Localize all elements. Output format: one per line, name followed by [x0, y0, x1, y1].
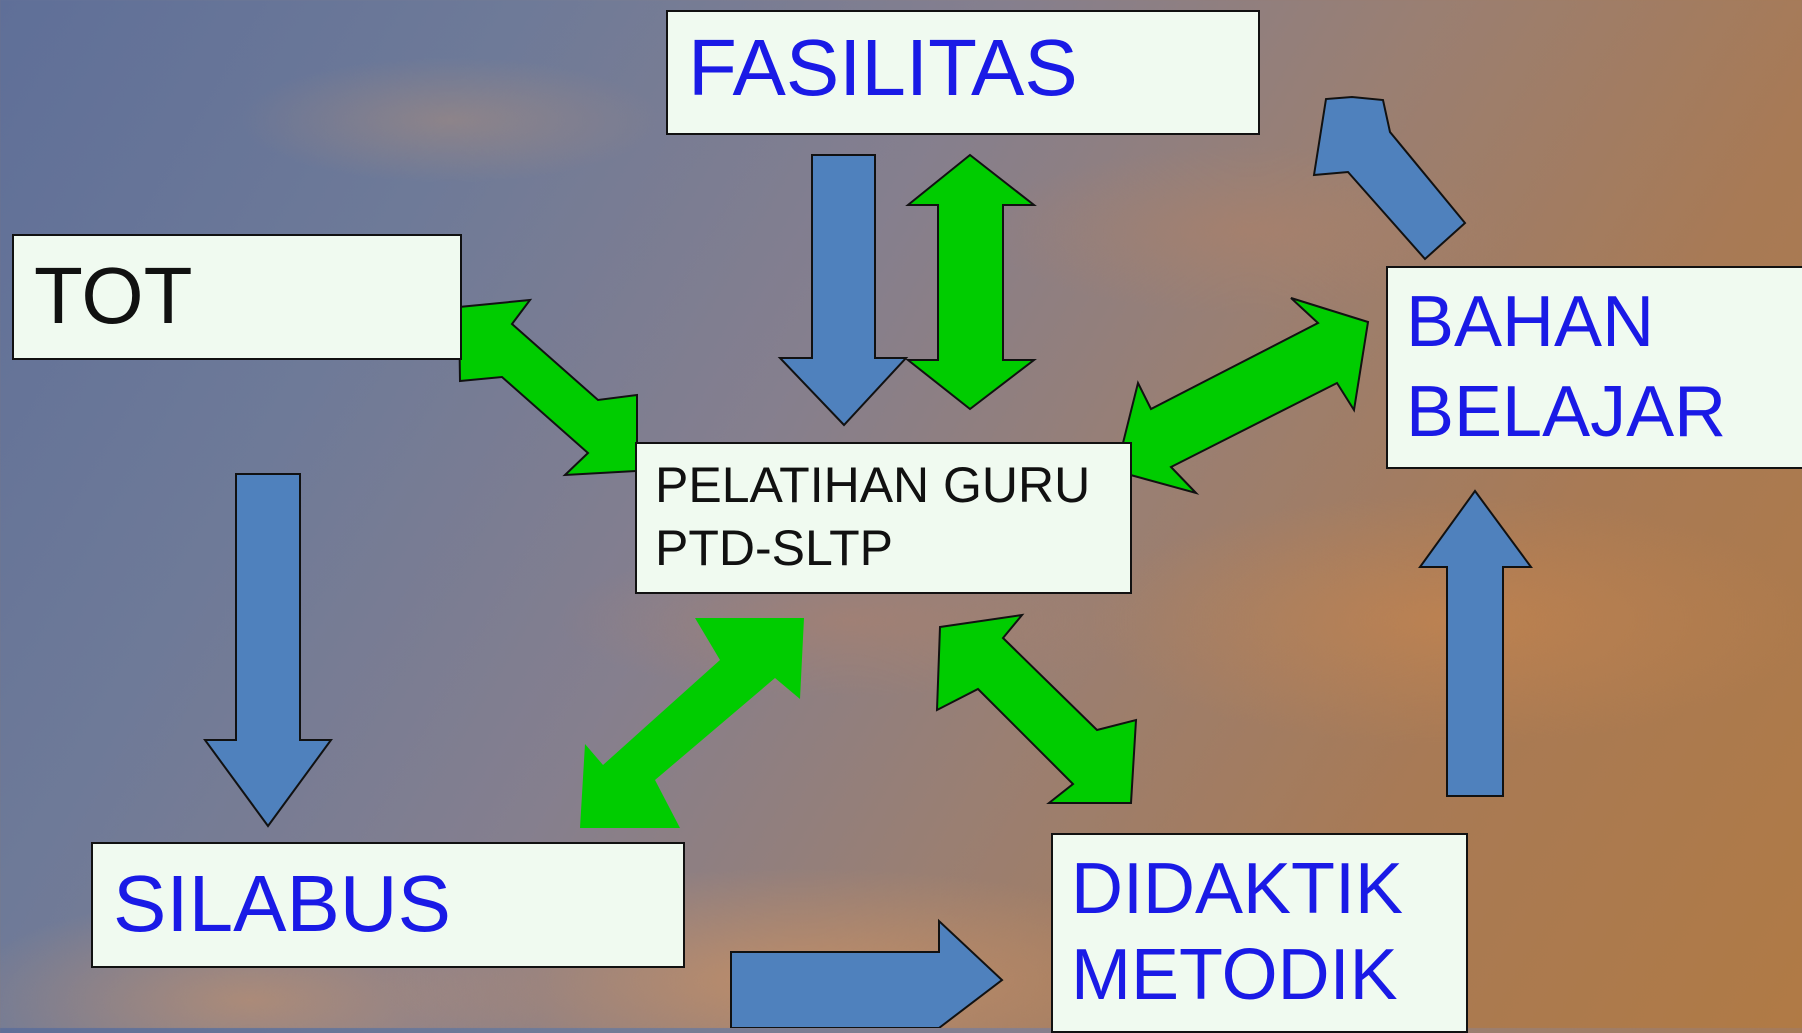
box-didaktik-metodik-line2: METODIK: [1071, 935, 1398, 1015]
arrow-fasilitas-to-pelatihan: [777, 154, 909, 427]
box-tot-label: TOT: [34, 251, 193, 340]
box-bahan-belajar-line1: BAHAN: [1406, 282, 1655, 362]
arrow-fasilitas-pelatihan-double: [905, 153, 1037, 411]
box-bahan-belajar-line2: BELAJAR: [1406, 372, 1727, 452]
box-pelatihan-guru-line2: PTD-SLTP: [655, 520, 893, 576]
arrow-bahan-to-fasilitas: [1312, 95, 1467, 261]
arrow-didaktik-to-bahan: [1418, 489, 1533, 797]
arrow-pelatihan-silabus-double: [580, 618, 804, 828]
arrow-silabus-to-didaktik: [730, 918, 1004, 1028]
arrow-tot-to-silabus: [203, 473, 333, 828]
box-fasilitas-label: FASILITAS: [688, 23, 1078, 112]
box-pelatihan-guru: PELATIHAN GURU PTD-SLTP: [635, 442, 1132, 594]
box-fasilitas: FASILITAS: [666, 10, 1260, 135]
box-silabus-label: SILABUS: [113, 859, 451, 948]
box-didaktik-metodik: DIDAKTIK METODIK: [1051, 833, 1468, 1033]
arrow-tot-pelatihan-double: [457, 298, 638, 477]
box-didaktik-metodik-line1: DIDAKTIK: [1071, 849, 1404, 929]
box-tot: TOT: [12, 234, 462, 360]
arrow-bahan-pelatihan-double: [1114, 297, 1370, 495]
box-bahan-belajar: BAHAN BELAJAR: [1386, 266, 1802, 469]
box-silabus: SILABUS: [91, 842, 685, 968]
arrow-pelatihan-didaktik-double: [935, 613, 1138, 804]
box-pelatihan-guru-line1: PELATIHAN GURU: [655, 457, 1091, 513]
